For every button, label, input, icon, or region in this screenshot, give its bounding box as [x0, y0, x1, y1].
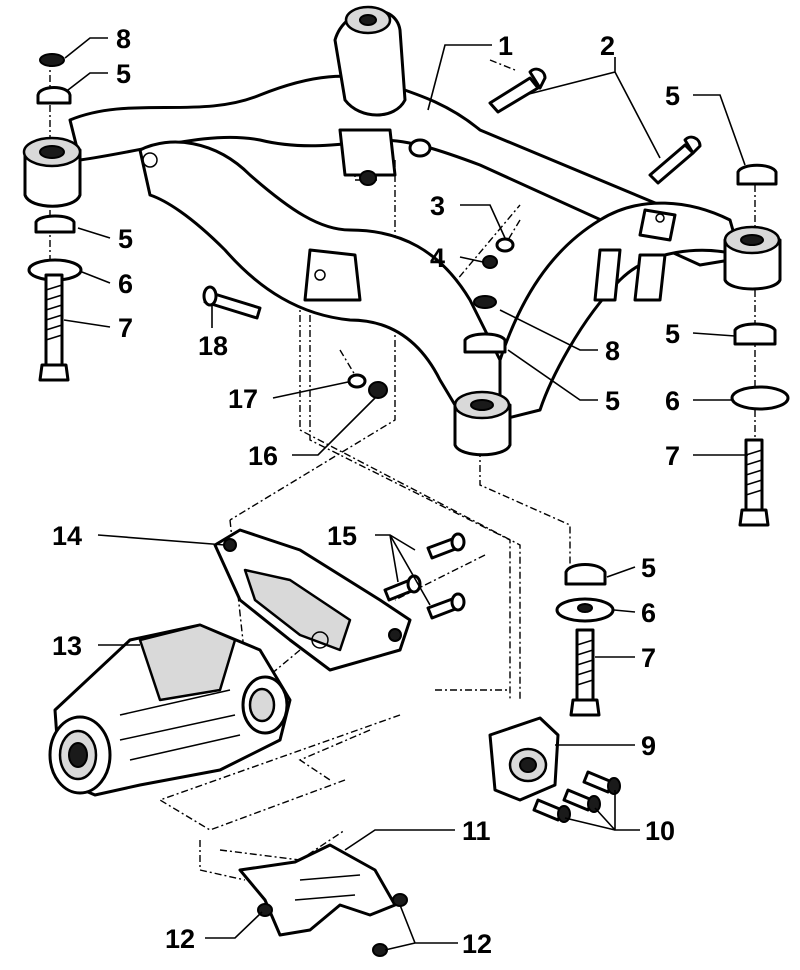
callout-2: 2 [600, 31, 615, 61]
mount-bolt-stack [555, 563, 615, 717]
callout-12: 12 [462, 929, 492, 959]
callout-18: 18 [198, 331, 228, 361]
heat-shield [238, 843, 397, 937]
callout-6: 6 [641, 598, 656, 628]
callout-16: 16 [248, 441, 278, 471]
callout-9: 9 [641, 731, 656, 761]
differential-bracket [213, 528, 412, 672]
callout-13: 13 [52, 631, 82, 661]
callout-5: 5 [665, 81, 680, 111]
differential-mount [488, 716, 560, 802]
callout-6: 6 [118, 269, 133, 299]
callout-5: 5 [116, 59, 131, 89]
callout-7: 7 [118, 313, 133, 343]
callout-labels: 8 5 5 6 7 1 2 5 3 4 8 5 5 6 7 18 17 16 1… [52, 24, 680, 959]
callout-15: 15 [327, 521, 357, 551]
callout-6: 6 [665, 386, 680, 416]
left-hardware-stack [27, 53, 83, 382]
callout-8: 8 [605, 336, 620, 366]
callout-17: 17 [228, 384, 258, 414]
bushing-left [22, 136, 82, 208]
subframe [68, 5, 742, 432]
bushing-right [723, 225, 782, 291]
bracket-bolts [383, 532, 466, 620]
right-hardware-stack [730, 163, 790, 527]
callout-5: 5 [605, 386, 620, 416]
callout-5: 5 [641, 553, 656, 583]
mount-bolts [532, 770, 621, 823]
differential-housing [48, 623, 292, 797]
callout-14: 14 [52, 521, 82, 551]
callout-7: 7 [641, 643, 656, 673]
callout-1: 1 [498, 31, 513, 61]
callout-3: 3 [430, 191, 445, 221]
callout-4: 4 [430, 243, 445, 273]
leader-lines [63, 37, 748, 951]
center-hardware [202, 67, 702, 399]
callout-5: 5 [665, 319, 680, 349]
callout-10: 10 [645, 816, 675, 846]
callout-5: 5 [118, 224, 133, 254]
callout-7: 7 [665, 441, 680, 471]
callout-11: 11 [462, 816, 491, 846]
callout-8: 8 [116, 24, 131, 54]
callout-12: 12 [165, 924, 195, 954]
bushing-center [453, 390, 512, 457]
